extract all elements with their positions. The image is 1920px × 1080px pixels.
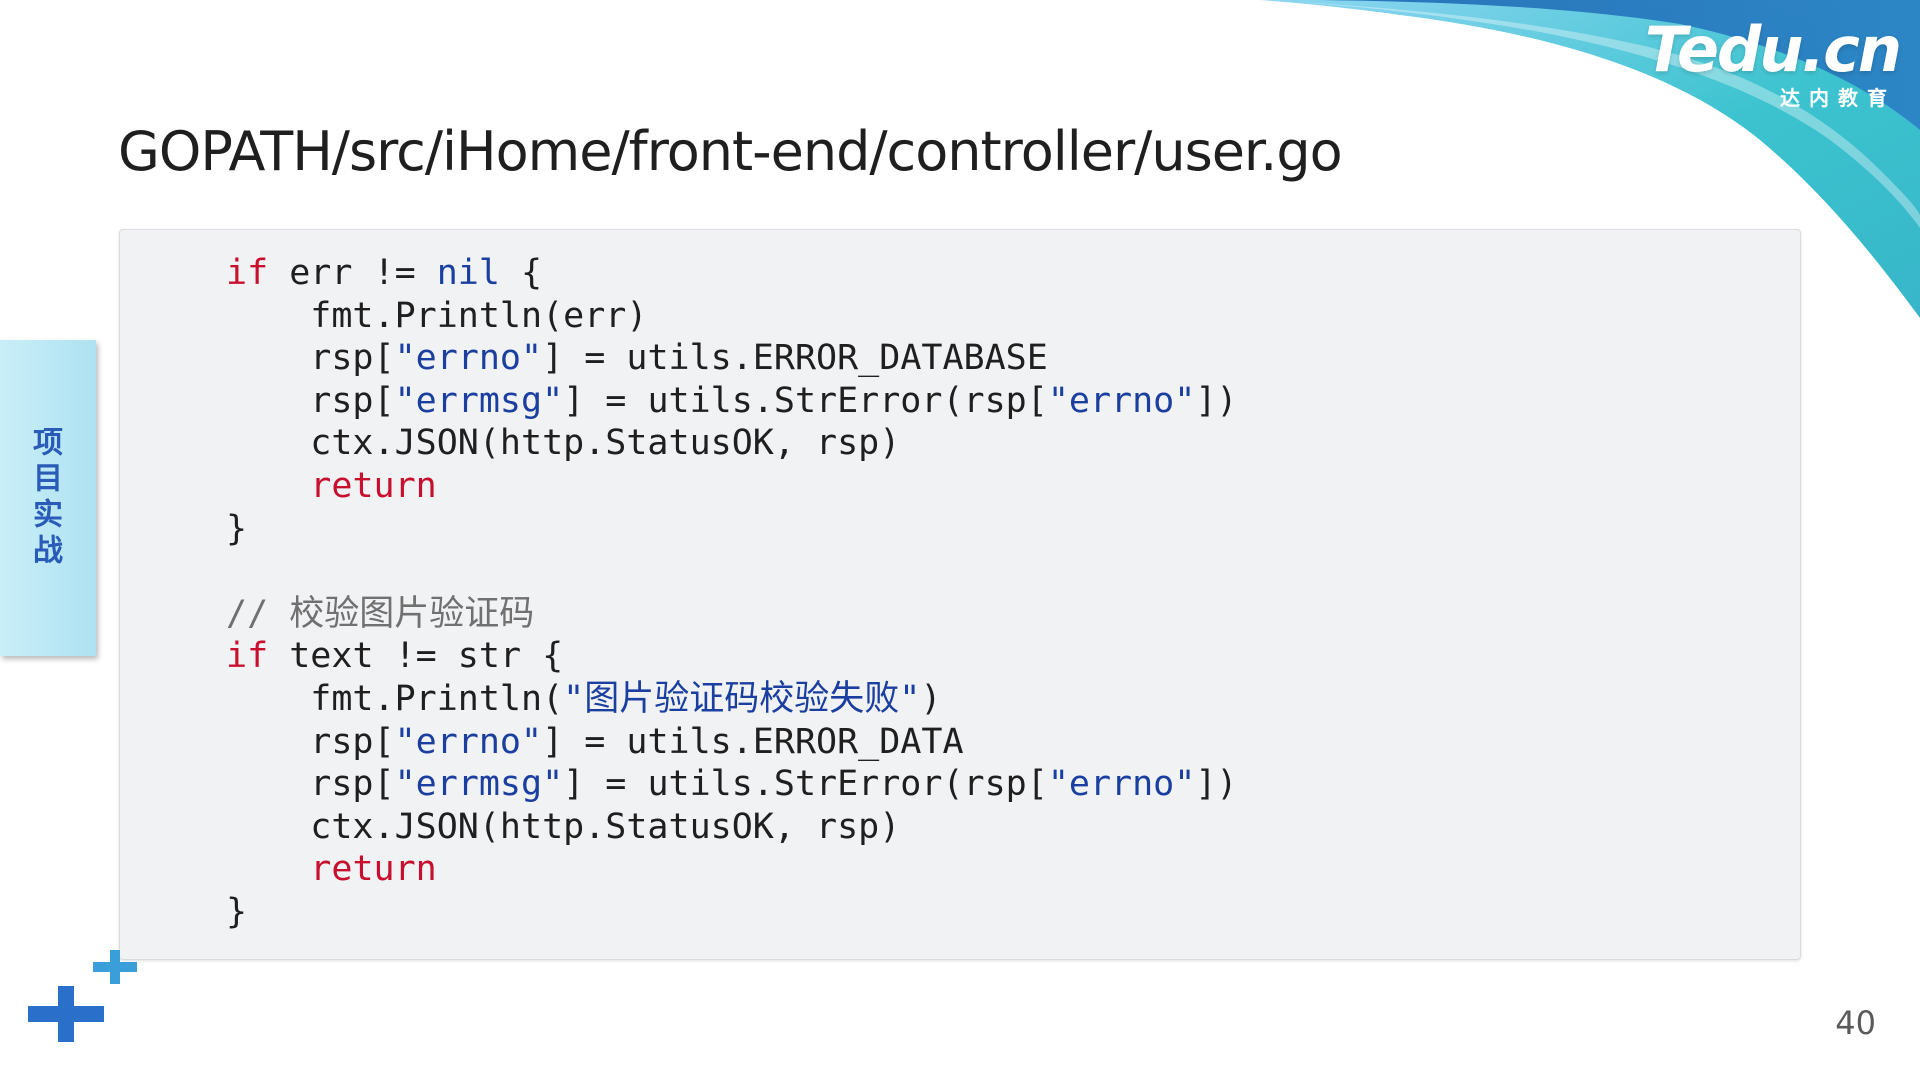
code-line: } [226, 508, 1800, 551]
code-keyword: if [226, 636, 269, 677]
code-line: // 校验图片验证码 [226, 593, 1800, 636]
code-text: err != [268, 253, 437, 293]
code-text: } [226, 891, 248, 932]
code-line: rsp["errmsg"] = utils.StrError(rsp["errn… [226, 380, 1800, 423]
code-text: text != str { [268, 636, 564, 677]
code-keyword: return [310, 849, 437, 890]
code-keyword: return [310, 465, 437, 506]
code-text: ] = utils.ERROR_DATABASE [542, 338, 1048, 379]
code-string: "errno" [1047, 380, 1196, 421]
code-line: ctx.JSON(http.StatusOK, rsp) [226, 422, 1800, 465]
code-line: return [226, 848, 1800, 891]
plus-small-icon [93, 950, 137, 984]
code-keyword: if [226, 253, 269, 293]
code-text: fmt.Println( [226, 678, 564, 719]
code-string: "errmsg" [394, 764, 564, 805]
code-text: ctx.JSON(http.StatusOK, rsp) [226, 806, 901, 847]
plus-large-icon [28, 986, 104, 1042]
code-text: fmt.Println(err) [226, 295, 648, 336]
code-line: } [226, 891, 1800, 934]
code-text: ] = utils.StrError(rsp[ [563, 764, 1048, 805]
code-string: "errmsg" [394, 380, 564, 421]
code-text: } [226, 508, 248, 549]
code-text: ) [920, 678, 942, 719]
code-line: ctx.JSON(http.StatusOK, rsp) [226, 806, 1800, 849]
code-block: if err != nil { fmt.Println(err) rsp["er… [119, 229, 1801, 960]
code-text [226, 849, 310, 889]
code-lines: if err != nil { fmt.Println(err) rsp["er… [226, 252, 1800, 934]
code-text: ] = utils.StrError(rsp[ [563, 380, 1048, 421]
code-text: rsp[ [226, 338, 395, 379]
code-text: ]) [1195, 380, 1238, 421]
code-line: if text != str { [226, 635, 1800, 678]
code-line: rsp["errmsg"] = utils.StrError(rsp["errn… [226, 763, 1800, 806]
code-string: "errno" [1047, 764, 1196, 805]
code-string: "errno" [394, 338, 543, 379]
code-text: ] = utils.ERROR_DATA [542, 721, 964, 762]
code-line [226, 550, 1800, 593]
code-string: "errno" [394, 721, 543, 762]
code-line: rsp["errno"] = utils.ERROR_DATABASE [226, 337, 1800, 380]
code-text: rsp[ [226, 721, 395, 762]
code-line: fmt.Println(err) [226, 295, 1800, 338]
code-line: if err != nil { [226, 252, 1800, 295]
code-text: rsp[ [226, 764, 395, 805]
section-tab: 项目实战 [0, 340, 96, 656]
code-string: "图片验证码校验失败" [563, 678, 921, 719]
code-line: fmt.Println("图片验证码校验失败") [226, 678, 1800, 721]
code-text: rsp[ [226, 380, 395, 421]
tedu-logo: Tedu.cn 达内教育 [1644, 13, 1902, 111]
corner-wave-decoration [1260, 0, 1920, 318]
logo-subtext: 达内教育 [1780, 86, 1896, 110]
code-comment: // 校验图片验证码 [226, 593, 535, 634]
logo-wordmark: Tedu.cn [1644, 13, 1902, 86]
code-text: { [499, 253, 543, 293]
code-text: ]) [1195, 764, 1238, 805]
page-number: 40 [1835, 1004, 1876, 1042]
code-line: rsp["errno"] = utils.ERROR_DATA [226, 721, 1800, 764]
code-text [226, 466, 310, 506]
section-tab-label: 项目实战 [27, 426, 62, 570]
slide-title: GOPATH/src/iHome/front-end/controller/us… [118, 120, 1343, 183]
code-text: ctx.JSON(http.StatusOK, rsp) [226, 423, 901, 464]
code-line: return [226, 465, 1800, 508]
code-literal: nil [436, 253, 500, 293]
